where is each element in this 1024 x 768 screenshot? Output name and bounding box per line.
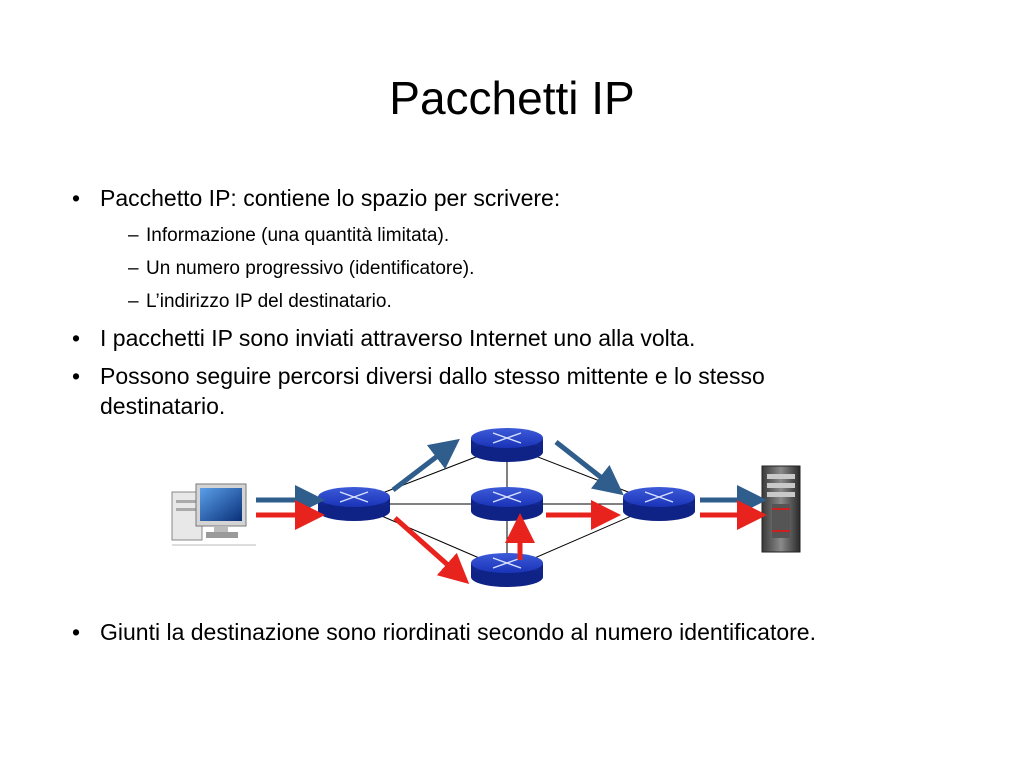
bullet-text: Giunti la destinazione sono riordinati s… [100, 619, 816, 645]
red-packet-path [256, 500, 767, 584]
router-icon [470, 552, 544, 588]
sub-bullet-symbol: – [128, 258, 139, 279]
router-icon [317, 486, 391, 522]
bullet-symbol: • [72, 619, 81, 645]
router-icon [470, 486, 544, 522]
sub-bullet-symbol: – [128, 225, 139, 246]
tower-server-icon [761, 465, 801, 553]
bullet-symbol: • [72, 325, 81, 351]
sub-bullet-symbol: – [128, 291, 139, 312]
bullet-text: Pacchetto IP: contiene lo spazio per scr… [100, 185, 561, 211]
bullet-text: I pacchetti IP sono inviati attraverso I… [100, 325, 696, 351]
sub-bullet-text: Informazione (una quantità limitata). [146, 225, 450, 246]
router-icon [470, 427, 544, 463]
bullet-text: Possono seguire percorsi diversi dallo s… [100, 363, 765, 419]
network-diagram [171, 427, 801, 588]
sub-bullet-text: Un numero progressivo (identificatore). [146, 258, 475, 279]
desktop-computer-icon [171, 483, 256, 546]
bullet-symbol: • [72, 185, 81, 211]
slide-title: Pacchetti IP [389, 72, 635, 124]
sub-bullet-text: L’indirizzo IP del destinatario. [146, 291, 392, 312]
bullet-symbol: • [72, 363, 81, 389]
router-icon [622, 486, 696, 522]
